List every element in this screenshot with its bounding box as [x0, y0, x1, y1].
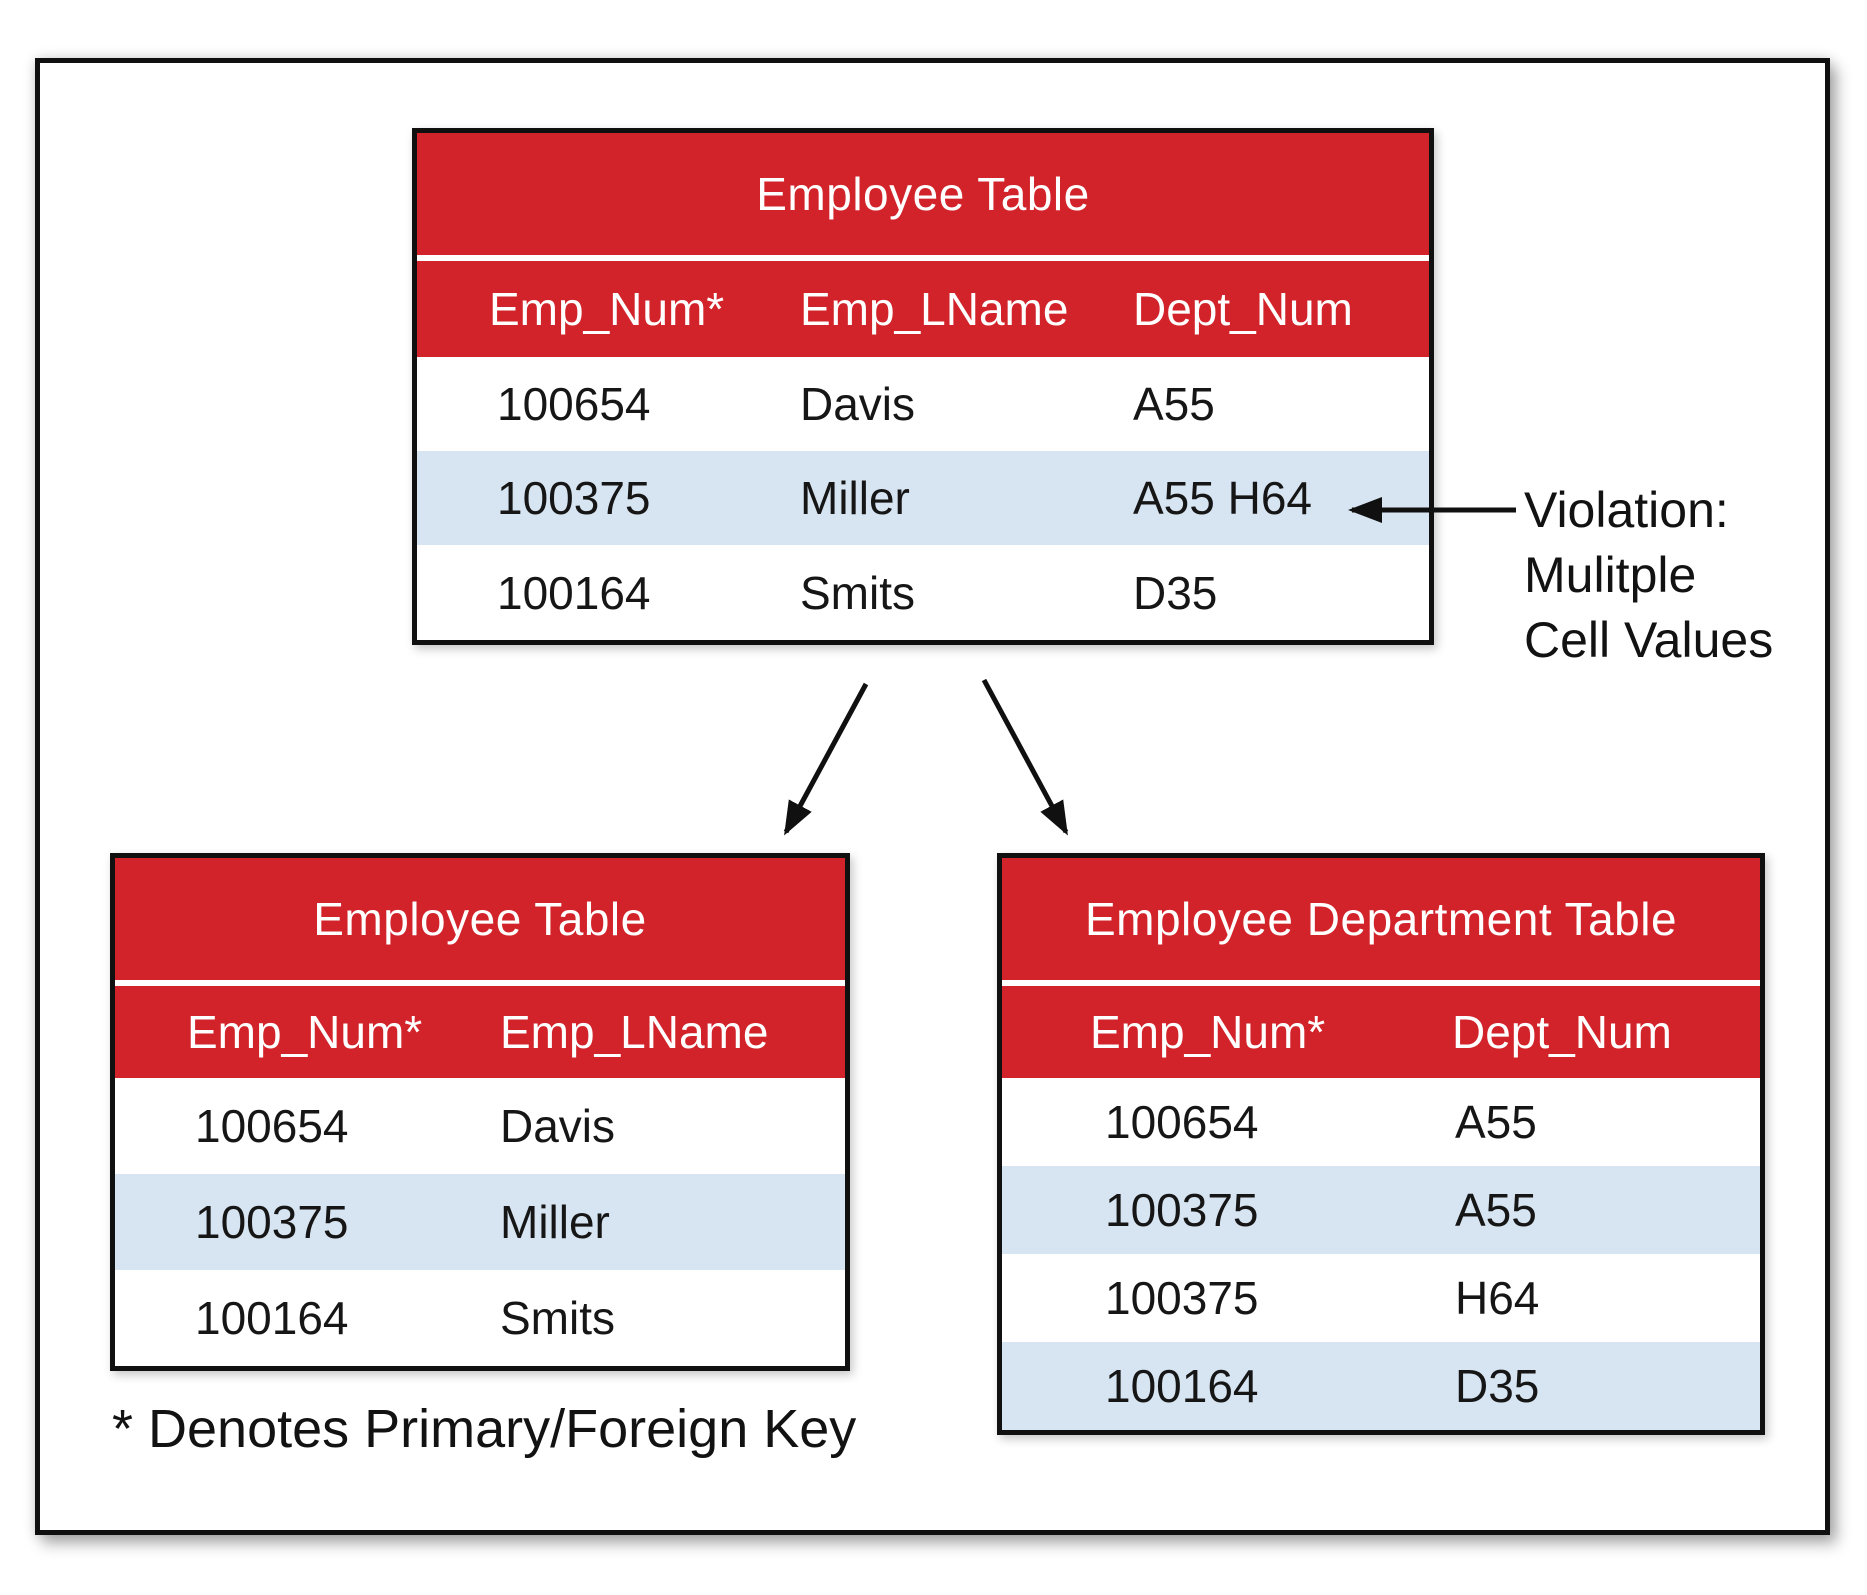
cell-dept-num: H64: [1455, 1272, 1540, 1324]
employee-department-table: Employee Department Table Emp_Num* Dept_…: [997, 853, 1765, 1435]
table-row: 100164 Smits D35: [417, 545, 1429, 640]
cell-emp-num: 100164: [1105, 1360, 1259, 1412]
title-separator: [115, 980, 845, 986]
title-separator: [1002, 980, 1760, 986]
cell-emp-lname: Smits: [800, 566, 915, 619]
column-header: Dept_Num: [1133, 283, 1353, 335]
cell-dept-num: A55: [1455, 1096, 1537, 1148]
cell-emp-lname: Miller: [500, 1196, 610, 1248]
cell-emp-lname: Davis: [500, 1100, 616, 1152]
violation-annotation: Violation: Mulitple Cell Values: [1524, 478, 1773, 673]
table-header-row: Emp_Num* Dept_Num: [1002, 986, 1760, 1078]
table-header-row: Emp_Num* Emp_LName: [115, 986, 845, 1078]
cell-emp-num: 100375: [195, 1196, 349, 1248]
table-row: 100375 Miller: [115, 1174, 845, 1270]
table-row: 100375 H64: [1002, 1254, 1760, 1342]
table-row: 100654 A55: [1002, 1078, 1760, 1166]
title-separator: [417, 255, 1429, 261]
table-title: Employee Department Table: [1002, 858, 1760, 980]
cell-emp-lname: Miller: [800, 472, 910, 524]
cell-emp-num: 100164: [497, 566, 651, 619]
employee-table-normalized: Employee Table Emp_Num* Emp_LName 100654…: [110, 853, 850, 1371]
violation-line: Mulitple: [1524, 547, 1697, 603]
table-row-violation: 100375 Miller A55 H64: [417, 451, 1429, 545]
table-title-text: Employee Table: [313, 893, 647, 945]
cell-emp-num: 100375: [497, 472, 651, 524]
column-header: Emp_LName: [500, 1006, 769, 1058]
table-row: 100375 A55: [1002, 1166, 1760, 1254]
violation-line: Violation:: [1524, 482, 1729, 538]
table-row: 100164 D35: [1002, 1342, 1760, 1430]
cell-dept-num: A55: [1133, 378, 1215, 430]
cell-emp-num: 100164: [195, 1292, 349, 1344]
cell-emp-num: 100654: [497, 378, 651, 430]
cell-dept-num: A55: [1455, 1184, 1537, 1236]
table-title-text: Employee Table: [756, 168, 1090, 220]
violation-line: Cell Values: [1524, 612, 1774, 668]
column-header: Emp_Num*: [1090, 1006, 1326, 1058]
cell-dept-num-multivalue: A55 H64: [1133, 472, 1313, 524]
table-title: Employee Table: [115, 858, 845, 980]
cell-dept-num: D35: [1133, 566, 1218, 619]
column-header: Dept_Num: [1452, 1006, 1672, 1058]
primary-foreign-key-footnote: * Denotes Primary/Foreign Key: [112, 1399, 857, 1459]
cell-emp-num: 100375: [1105, 1184, 1259, 1236]
table-header-row: Emp_Num* Emp_LName Dept_Num: [417, 261, 1429, 357]
column-header: Emp_Num*: [187, 1006, 423, 1058]
column-header: Emp_LName: [800, 283, 1069, 335]
table-title: Employee Table: [417, 133, 1429, 255]
employee-table-unnormalized: Employee Table Emp_Num* Emp_LName Dept_N…: [412, 128, 1434, 645]
column-header: Emp_Num*: [489, 283, 725, 335]
cell-emp-lname: Smits: [500, 1292, 615, 1344]
cell-emp-num: 100375: [1105, 1272, 1259, 1324]
table-row: 100654 Davis A55: [417, 357, 1429, 451]
table-title-text: Employee Department Table: [1084, 893, 1678, 945]
cell-emp-num: 100654: [195, 1100, 349, 1152]
table-row: 100654 Davis: [115, 1078, 845, 1174]
cell-emp-lname: Davis: [800, 378, 916, 430]
cell-emp-num: 100654: [1105, 1096, 1259, 1148]
cell-dept-num: D35: [1455, 1360, 1540, 1412]
table-row: 100164 Smits: [115, 1270, 845, 1366]
